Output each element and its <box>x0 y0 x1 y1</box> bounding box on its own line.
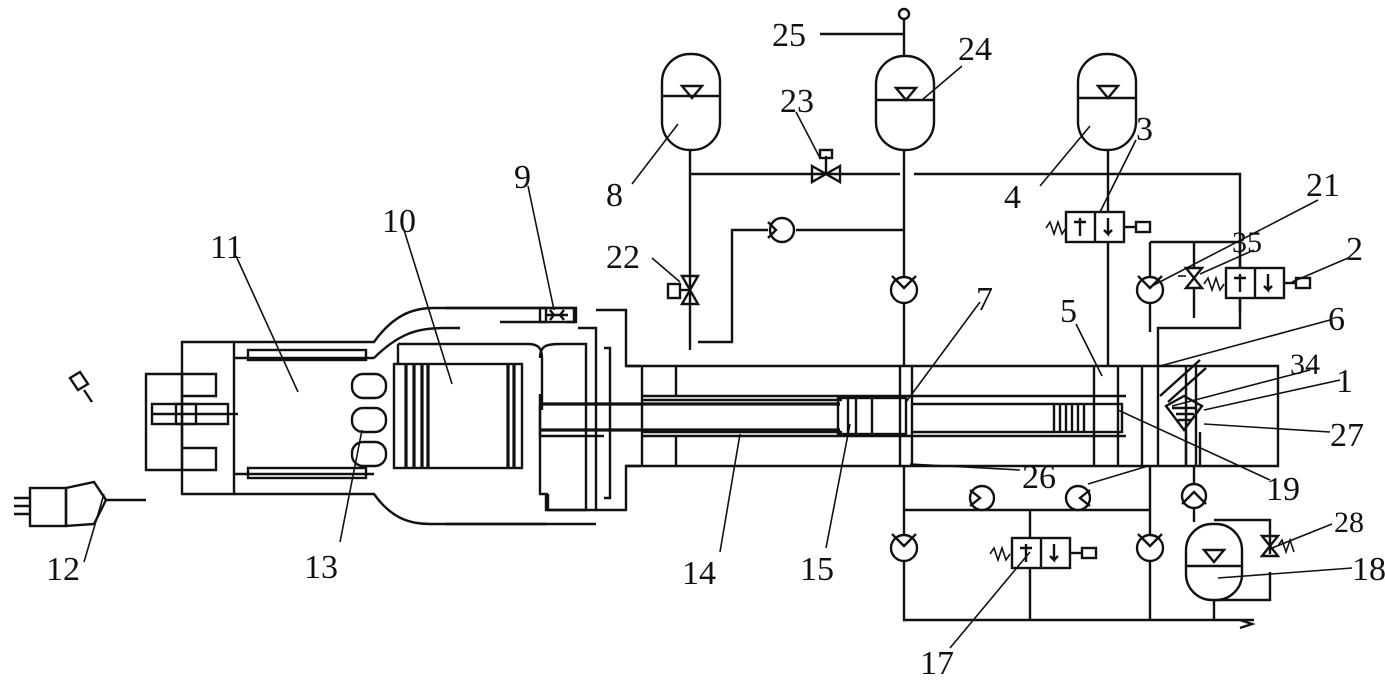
valve-35 <box>1178 266 1205 290</box>
label-2: 2 <box>1346 231 1363 268</box>
accumulator-24 <box>874 7 936 152</box>
label-25: 25 <box>772 17 806 54</box>
solenoid-valve-3 <box>1045 210 1152 244</box>
label-19: 19 <box>1266 471 1300 508</box>
label-11: 11 <box>210 229 243 266</box>
cylinder-body <box>234 306 548 526</box>
pump-body <box>626 364 1280 468</box>
label-35: 35 <box>1232 226 1262 259</box>
label-18: 18 <box>1352 551 1385 588</box>
accumulator-18 <box>1184 522 1244 602</box>
label-27: 27 <box>1330 417 1364 454</box>
piping <box>688 20 1272 630</box>
label-7: 7 <box>976 281 993 318</box>
label-10: 10 <box>382 203 416 240</box>
label-22: 22 <box>606 239 640 276</box>
leader-lines <box>83 65 1353 649</box>
piston-19 <box>912 402 1124 434</box>
check-valve-loop <box>767 216 796 244</box>
label-14: 14 <box>682 555 716 592</box>
valve-34-27-1 <box>1159 359 1207 466</box>
label-6: 6 <box>1328 301 1345 338</box>
accumulator-8 <box>660 52 722 152</box>
plunger-head-15 <box>836 396 908 436</box>
label-8: 8 <box>606 177 623 214</box>
valve-9 <box>538 306 576 324</box>
valve-22 <box>666 274 701 306</box>
solenoid-valve-2 <box>1203 266 1312 300</box>
scavenge-ports-13 <box>350 372 388 468</box>
label-34: 34 <box>1290 348 1320 381</box>
check-valve-21 <box>1135 275 1165 305</box>
cylinder-head-11 <box>144 340 238 496</box>
label-12: 12 <box>46 551 80 588</box>
injector-12 <box>14 370 146 528</box>
valve-28 <box>1259 534 1295 558</box>
label-21: 21 <box>1306 167 1340 204</box>
plunger-14 <box>538 402 840 432</box>
label-24: 24 <box>958 31 992 68</box>
crankcase-housing <box>446 306 640 526</box>
label-1: 1 <box>1336 363 1353 400</box>
label-17: 17 <box>920 645 954 682</box>
labels: 11 10 9 8 22 23 25 24 3 4 21 35 2 7 5 6 … <box>46 17 1385 682</box>
check-valve-24-line <box>889 275 919 305</box>
label-4: 4 <box>1004 179 1021 216</box>
check-valves-26 <box>889 482 1208 563</box>
label-26: 26 <box>1022 459 1056 496</box>
valve-23 <box>810 148 842 185</box>
label-3: 3 <box>1136 111 1153 148</box>
solenoid-valve-17 <box>989 536 1098 570</box>
label-23: 23 <box>780 83 814 120</box>
label-9: 9 <box>514 159 531 196</box>
label-5: 5 <box>1060 293 1077 330</box>
label-28: 28 <box>1334 506 1364 539</box>
label-15: 15 <box>800 551 834 588</box>
label-13: 13 <box>304 549 338 586</box>
piston-10 <box>392 342 544 470</box>
accumulator-4 <box>1076 52 1138 152</box>
